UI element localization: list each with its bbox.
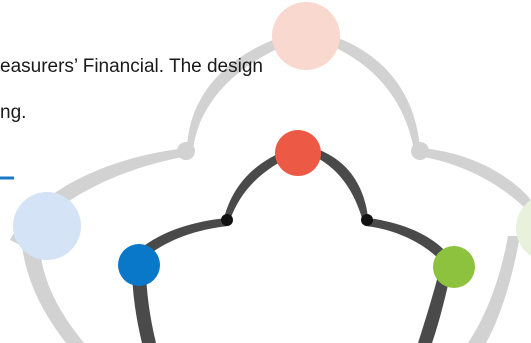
outer-joint-right [411, 142, 429, 160]
outer-node-right [516, 199, 531, 257]
caption-line-2: ng. [0, 102, 27, 123]
outer-joint-left [177, 142, 195, 160]
inner-node-right-green [433, 246, 475, 288]
inner-arc-right [366, 218, 446, 260]
caption-line-1: easurers’ Financial. The design [0, 56, 263, 77]
outer-arc-bottom-right [468, 236, 520, 343]
outer-arc-bottom-left [22, 246, 84, 343]
outer-arc-right [418, 148, 531, 214]
inner-arc-left [134, 218, 228, 262]
outer-arc-top-left [187, 38, 284, 150]
outer-arc-top-right [332, 38, 420, 150]
inner-node-top-red [275, 130, 321, 176]
outer-node-top [272, 2, 340, 70]
outer-node-left [13, 192, 81, 260]
inner-joint-right [361, 214, 373, 226]
inner-arc-bottom-right [418, 268, 452, 343]
inner-node-left-blue [118, 244, 160, 286]
caption-text: easurers’ Financial. The design ng. [0, 32, 400, 124]
inner-joint-left [221, 214, 233, 226]
inner-ring [132, 148, 452, 343]
